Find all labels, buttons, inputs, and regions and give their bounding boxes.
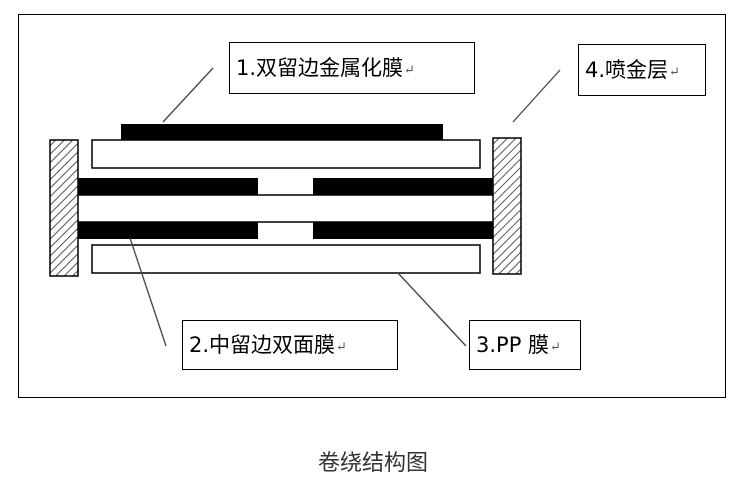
- upper-metal-left: [78, 178, 258, 195]
- label-pp-film: 3.PP 膜 ↵: [469, 320, 581, 370]
- figure-caption: 卷绕结构图: [317, 451, 428, 476]
- top-film: [91, 139, 481, 169]
- leader-line-2: [129, 237, 167, 347]
- return-mark-icon: ↵: [404, 62, 415, 78]
- top-metal-strip: [121, 124, 443, 140]
- return-mark-icon: ↵: [550, 339, 561, 355]
- return-mark-icon: ↵: [336, 339, 347, 355]
- label-spray-layer-text: 4.喷金层: [585, 57, 669, 82]
- leader-line-4: [512, 69, 561, 123]
- return-mark-icon: ↵: [669, 64, 680, 80]
- right-spray-layer: [492, 137, 522, 275]
- label-metallized-film: 1.双留边金属化膜 ↵: [229, 42, 475, 94]
- label-center-film: 2.中留边双面膜 ↵: [182, 320, 398, 370]
- lower-metal-right: [313, 222, 493, 239]
- label-spray-layer: 4.喷金层 ↵: [578, 44, 706, 96]
- diagram-frame: [18, 14, 726, 398]
- leader-line-1: [162, 67, 214, 123]
- upper-metal-right: [313, 178, 493, 195]
- label-center-film-text: 2.中留边双面膜: [189, 332, 336, 357]
- bottom-film: [91, 244, 481, 274]
- lower-metal-left: [78, 222, 258, 239]
- label-pp-film-text: 3.PP 膜: [476, 332, 550, 357]
- leader-line-3: [397, 272, 467, 347]
- left-spray-layer: [49, 139, 79, 277]
- label-metallized-film-text: 1.双留边金属化膜: [236, 55, 404, 80]
